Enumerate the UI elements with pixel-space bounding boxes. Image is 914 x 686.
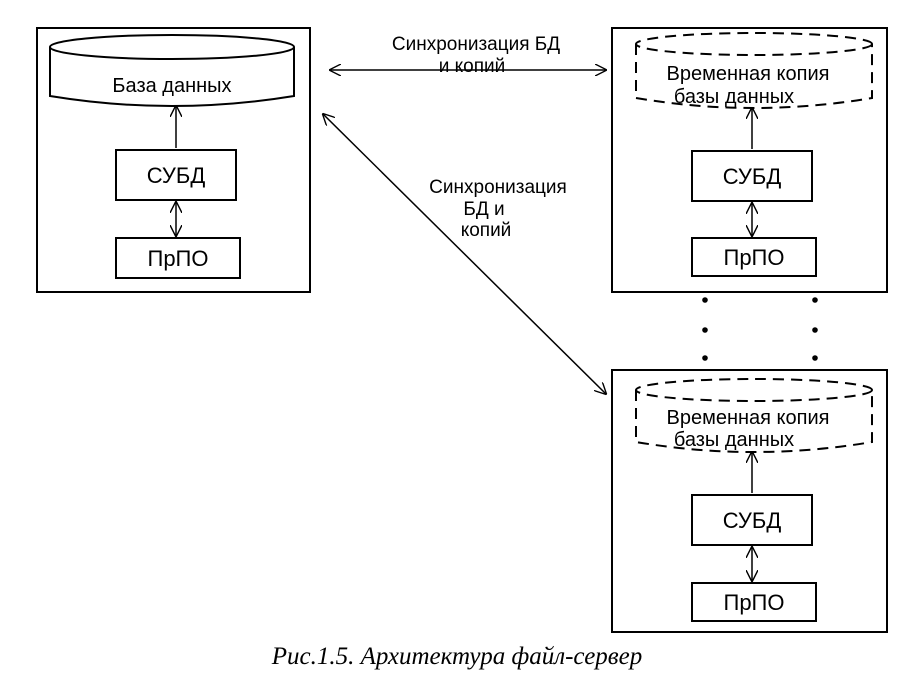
temp-copy-cylinder: Временная копия базы данных: [635, 378, 873, 453]
server-dbms-box: СУБД: [115, 149, 237, 201]
sync-arrow-diagonal: Синхронизация БД и копий: [323, 114, 606, 394]
figure-caption: Рис.1.5. Архитектура файл-сервер: [271, 643, 643, 670]
client-app-box: ПрПО: [691, 582, 817, 622]
client-node-1: Временная копия базы данных СУБД ПрПО: [611, 27, 888, 293]
sync-diagonal-label-line2: БД и: [463, 199, 504, 220]
sync-diagonal-label-line1: Синхронизация: [429, 177, 567, 198]
dbms-label: СУБД: [723, 164, 782, 189]
server-node: База данных СУБД ПрПО: [36, 27, 311, 293]
temp-copy-label-line2: базы данных: [674, 429, 794, 451]
app-label: ПрПО: [724, 245, 785, 270]
client-app-box: ПрПО: [691, 237, 817, 277]
sync-top-label-line2: и копий: [439, 56, 506, 77]
temp-copy-label-line1: Временная копия: [667, 63, 830, 85]
client-dbms-box: СУБД: [691, 494, 813, 546]
sync-diagonal-label-line3: копий: [461, 220, 512, 241]
dbms-label: СУБД: [147, 163, 206, 188]
temp-copy-cylinder: Временная копия базы данных: [635, 32, 873, 109]
database-cylinder: База данных: [49, 34, 295, 107]
database-label: База данных: [112, 75, 231, 97]
client-node-2: Временная копия базы данных СУБД ПрПО: [611, 369, 888, 633]
sync-top-label-line1: Синхронизация БД: [392, 34, 560, 55]
app-label: ПрПО: [148, 246, 209, 271]
ellipsis-dots: [702, 297, 818, 361]
dbms-label: СУБД: [723, 508, 782, 533]
temp-copy-label-line2: базы данных: [674, 86, 794, 108]
server-app-box: ПрПО: [115, 237, 241, 279]
temp-copy-label-line1: Временная копия: [667, 407, 830, 429]
sync-arrow-top: Синхронизация БД и копий: [330, 34, 606, 77]
app-label: ПрПО: [724, 590, 785, 615]
client-dbms-box: СУБД: [691, 150, 813, 202]
